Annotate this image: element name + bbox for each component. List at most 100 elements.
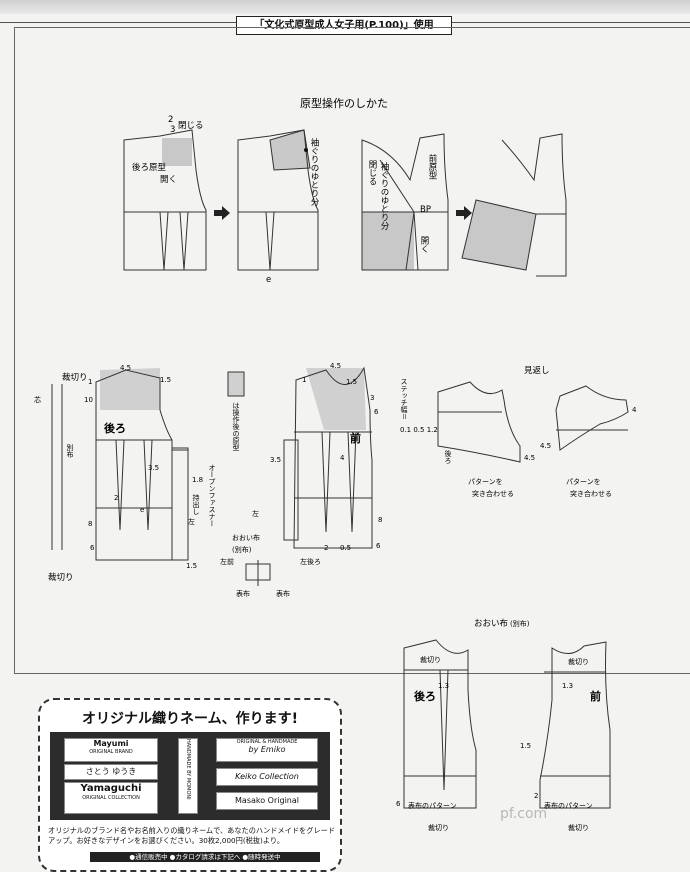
diagram-label: 4.5 bbox=[524, 454, 535, 462]
tag-text: Mayumi bbox=[93, 739, 129, 748]
oi-back bbox=[403, 639, 477, 809]
diagram-label: 裁切り bbox=[62, 372, 88, 383]
diagram-label: おおい布 bbox=[232, 533, 260, 542]
diagram-label: BP bbox=[420, 205, 431, 215]
diagram-label: 8 bbox=[378, 516, 382, 524]
diagram-label: 持出し bbox=[192, 493, 200, 515]
label-tag: Yamaguchi ORIGINAL COLLECTION bbox=[64, 782, 158, 814]
diagram-label: 裁切り bbox=[568, 823, 589, 832]
diagram-label: 1 bbox=[302, 376, 306, 384]
zipper-detail bbox=[245, 560, 271, 586]
diagram-label: e bbox=[140, 506, 144, 514]
diagram-label: 開く bbox=[160, 175, 177, 185]
label-tag: HANDMADE BY MOMONI bbox=[178, 738, 198, 814]
diagram-label: 裁切り bbox=[428, 823, 449, 832]
diagram-label: 2 bbox=[324, 544, 328, 552]
diagram-label: 1.5 bbox=[346, 378, 357, 386]
legend-swatch bbox=[227, 371, 245, 397]
diagram-label: 8 bbox=[88, 520, 92, 528]
diagram-label: 表布 bbox=[276, 589, 290, 598]
tag-text: by Emiko bbox=[248, 745, 286, 754]
diagram-label: 10 bbox=[84, 396, 93, 404]
back-original-diagram bbox=[123, 129, 207, 271]
page-header-bar bbox=[0, 0, 690, 14]
mikaeshi-front bbox=[555, 385, 629, 451]
diagram-label: 1.3 bbox=[438, 682, 449, 690]
diagram-label: 1 bbox=[88, 378, 92, 386]
page-title: 「文化式原型成人女子用(P.100)」使用 bbox=[236, 16, 452, 35]
diagram-label: 3 bbox=[370, 394, 374, 402]
diagram-label: (別布) bbox=[232, 545, 252, 554]
diagram-label: 6 bbox=[374, 408, 379, 416]
diagram-label: 前原型 bbox=[427, 153, 437, 179]
back-pattern bbox=[51, 368, 189, 561]
diagram-label: は操作後の原型 bbox=[232, 402, 240, 451]
label-tag: Mayumi ORIGINAL BRAND bbox=[64, 738, 158, 762]
diagram-label: 3.5 bbox=[270, 456, 281, 464]
diagram-label: 前 bbox=[590, 689, 601, 703]
mikaeshi-back bbox=[437, 381, 521, 463]
diagram-label: おおい布 bbox=[474, 618, 508, 629]
label-sample-panel: Mayumi ORIGINAL BRAND さとう ゆうき Yamaguchi … bbox=[50, 732, 330, 820]
diagram-label: 4 bbox=[632, 406, 637, 414]
diagram-label: 1.5 bbox=[160, 376, 171, 384]
diagram-label: 裁切り bbox=[48, 572, 74, 583]
diagram-label: 後ろ bbox=[444, 449, 452, 465]
diagram-label: 突き合わせる bbox=[570, 489, 612, 498]
diagram-label: 2 bbox=[114, 494, 118, 502]
tag-text: HANDMADE BY MOMONI bbox=[185, 739, 191, 800]
label-tag: さとう ゆうき bbox=[64, 764, 158, 780]
diagram-label: 2 bbox=[168, 115, 173, 125]
diagram-label: 6 bbox=[90, 544, 95, 552]
label-tag: Masako Original bbox=[216, 792, 318, 810]
diagram-label: 4.5 bbox=[330, 362, 341, 370]
front-adjusted-diagram bbox=[461, 133, 567, 277]
diagram-label: 後ろ原型 bbox=[132, 162, 167, 173]
diagram-label: 閉じる bbox=[367, 160, 377, 186]
arrow-right-icon bbox=[214, 206, 230, 220]
diagram-label: 袖ぐりのゆとり分 bbox=[309, 137, 319, 207]
diagram-label: 1.8 bbox=[192, 476, 203, 484]
label-tag: Keiko Collection bbox=[216, 768, 318, 786]
tag-subtext: ORIGINAL BRAND bbox=[89, 748, 133, 755]
diagram-label: 前 bbox=[350, 431, 361, 445]
diagram-label: 左 bbox=[188, 517, 195, 526]
ad-box: オリジナル織りネーム、作ります! Mayumi ORIGINAL BRAND さ… bbox=[38, 698, 342, 872]
diagram-label: 6 bbox=[396, 800, 401, 808]
diagram-label: 表布 bbox=[236, 589, 250, 598]
ad-footer-strip: ●通信販売中 ●カタログ請求は下記へ ●随時発送中 bbox=[90, 852, 320, 862]
tag-text: Yamaguchi bbox=[80, 783, 142, 794]
diagram-label: 1.5 bbox=[520, 742, 531, 750]
tag-subtext: ORIGINAL COLLECTION bbox=[82, 795, 140, 801]
diagram-label: 開く bbox=[419, 236, 429, 253]
diagram-label: オープンファスナー bbox=[208, 464, 216, 527]
diagram-label: 4 bbox=[340, 454, 345, 462]
diagram-label: 表布のパターン bbox=[544, 801, 593, 810]
oi-front bbox=[539, 641, 611, 809]
diagram-label: 3.5 bbox=[148, 464, 159, 472]
front-pattern bbox=[283, 366, 373, 549]
diagram-label: 閉じる bbox=[178, 121, 204, 131]
diagram-label: 表布のパターン bbox=[408, 801, 457, 810]
diagram-label: 左 bbox=[252, 509, 259, 518]
tag-text: さとう ゆうき bbox=[85, 767, 137, 776]
diagram-label: 別布 bbox=[66, 443, 74, 459]
front-original-diagram bbox=[361, 133, 449, 271]
diagram-label: 左後ろ bbox=[300, 557, 321, 566]
diagram-label: (別布) bbox=[510, 619, 530, 628]
diagram-label: 見返し bbox=[524, 365, 550, 376]
diagram-label: 1.5 bbox=[186, 562, 197, 570]
back-adjusted-diagram bbox=[237, 129, 319, 271]
diagram-label: 芯 bbox=[34, 395, 41, 404]
content-frame bbox=[14, 27, 690, 674]
diagram-label: 1.3 bbox=[562, 682, 573, 690]
diagram-label: 後ろ bbox=[414, 689, 436, 703]
watermark: pf.com bbox=[500, 806, 548, 822]
diagram-label: 袖ぐりのゆとり分 bbox=[379, 161, 389, 231]
ad-description: オリジナルのブランド名やお名前入りの織りネームで、あなたのハンドメイドをグレード… bbox=[48, 826, 336, 846]
diagram-label: パターンを bbox=[468, 477, 503, 486]
ad-title: オリジナル織りネーム、作ります! bbox=[82, 711, 298, 727]
diagram-label: e bbox=[266, 275, 271, 285]
diagram-label: 裁切り bbox=[420, 655, 441, 664]
